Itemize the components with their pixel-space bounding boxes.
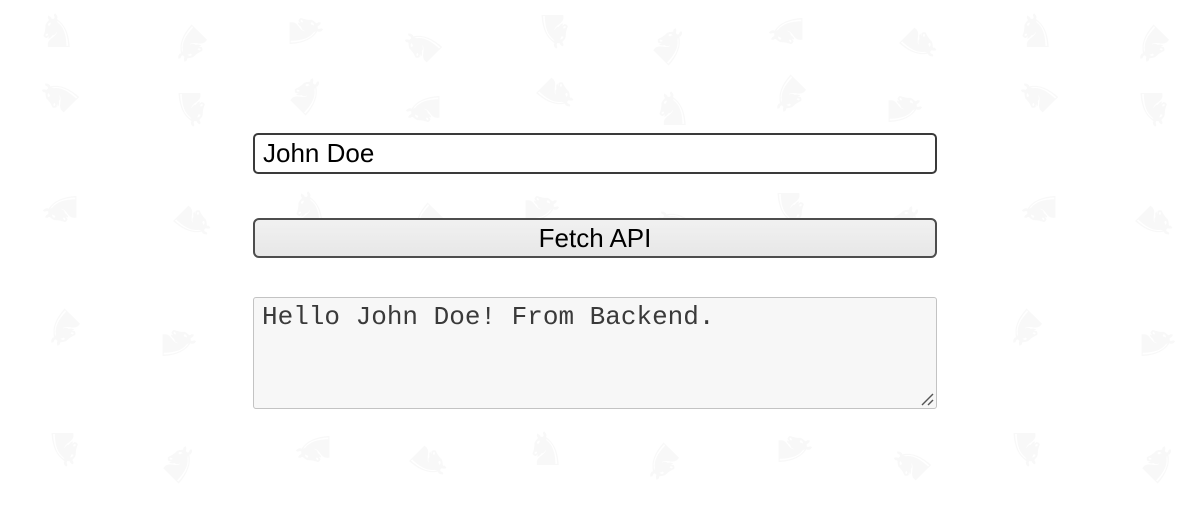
watermark-icon: ♞ — [36, 8, 77, 54]
watermark-icon: ♞ — [32, 298, 94, 360]
watermark-icon: ♞ — [1017, 188, 1063, 229]
response-area: Hello John Doe! From Backend. — [253, 297, 937, 409]
app-container: Fetch API Hello John Doe! From Backend. — [253, 0, 937, 409]
watermark-icon: ♞ — [150, 432, 212, 494]
watermark-icon: ♞ — [1129, 432, 1191, 494]
watermark-icon: ♞ — [1135, 322, 1181, 363]
watermark-icon: ♞ — [1006, 426, 1047, 472]
watermark-icon: ♞ — [28, 64, 90, 126]
watermark-icon: ♞ — [1133, 86, 1174, 132]
watermark-icon: ♞ — [291, 428, 337, 469]
watermark-icon: ♞ — [994, 298, 1056, 360]
fetch-api-button[interactable]: Fetch API — [253, 218, 937, 258]
watermark-icon: ♞ — [631, 432, 693, 494]
watermark-icon: ♞ — [163, 192, 225, 254]
watermark-icon: ♞ — [159, 14, 221, 76]
name-input[interactable] — [253, 133, 937, 174]
response-textarea[interactable]: Hello John Doe! From Backend. — [253, 297, 937, 409]
watermark-icon: ♞ — [1015, 8, 1056, 54]
watermark-icon: ♞ — [171, 86, 212, 132]
watermark-icon: ♞ — [156, 322, 202, 363]
watermark-icon: ♞ — [44, 426, 85, 472]
watermark-icon: ♞ — [38, 188, 84, 229]
watermark-icon: ♞ — [880, 432, 942, 494]
watermark-icon: ♞ — [1007, 64, 1069, 126]
watermark-icon: ♞ — [399, 432, 461, 494]
watermark-icon: ♞ — [1121, 14, 1183, 76]
watermark-icon: ♞ — [525, 426, 566, 472]
watermark-icon: ♞ — [1125, 192, 1187, 254]
watermark-icon: ♞ — [772, 428, 818, 469]
